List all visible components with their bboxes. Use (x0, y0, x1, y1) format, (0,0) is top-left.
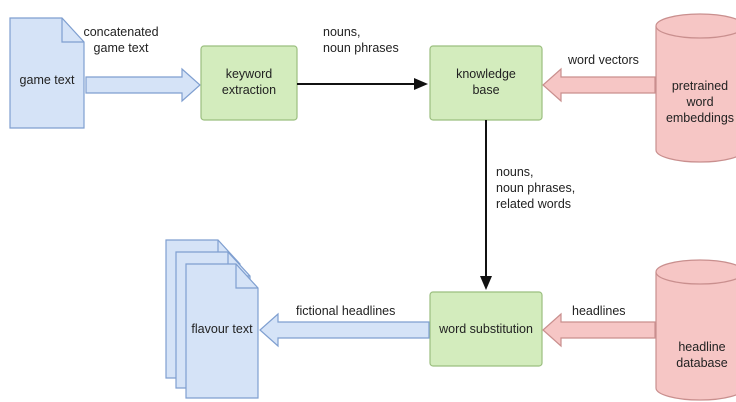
headline-database-label-line: database (676, 356, 727, 370)
nouns-noun-phrases-label: nouns, noun phrases (323, 25, 399, 55)
knowledge-base-label-line: base (472, 83, 499, 97)
word-substitution-label: word substitution (438, 322, 533, 336)
flavour-text-documents: flavour text (165, 239, 259, 399)
knowledge-base-label-line: knowledge (456, 67, 516, 81)
edge-label-line: noun phrases, (496, 181, 575, 195)
embeddings-label-line: pretrained (672, 79, 728, 93)
headlines-label: headlines (572, 304, 626, 318)
edge-label-line: game text (94, 41, 149, 55)
game-text-to-keyword-arrow (85, 67, 201, 103)
word-vectors-label: word vectors (567, 53, 639, 67)
arrow-head (414, 78, 428, 90)
flavour-text-label: flavour text (191, 322, 253, 336)
database-to-substitution-arrow (542, 312, 656, 348)
document-shape (9, 17, 85, 129)
knowledge-base-box: knowledge base (429, 45, 543, 121)
substitution-to-flavour-arrow (259, 312, 430, 348)
cylinder-body (655, 272, 736, 401)
headline-database: headline database (655, 259, 736, 401)
cylinder-body (655, 26, 736, 163)
knowledge-to-substitution-arrow (480, 120, 492, 290)
pretrained-embeddings-database: pretrained word embeddings (655, 13, 736, 163)
embeddings-label-line: word (685, 95, 713, 109)
arrow-head (480, 276, 492, 290)
edge-label-line: concatenated (83, 25, 158, 39)
edge-label-line: related words (496, 197, 571, 211)
edge-label-line: noun phrases (323, 41, 399, 55)
embeddings-label-line: embeddings (666, 111, 734, 125)
embeddings-to-knowledge-arrow (542, 67, 656, 103)
word-substitution-box: word substitution (429, 291, 543, 367)
keyword-extraction-box: keyword extraction (200, 45, 298, 121)
edge-label-line: nouns, (323, 25, 361, 39)
fictional-headlines-label: fictional headlines (296, 304, 395, 318)
keyword-to-knowledge-arrow (297, 78, 428, 90)
nouns-related-words-label: nouns, noun phrases, related words (496, 165, 575, 211)
edge-label-line: nouns, (496, 165, 534, 179)
cylinder-top (655, 13, 736, 39)
keyword-extraction-label-line: keyword (226, 67, 273, 81)
game-text-label: game text (20, 73, 75, 87)
document-fold (61, 18, 84, 43)
cylinder-top (655, 259, 736, 285)
document-shape-front (185, 263, 259, 399)
game-text-document: game text (9, 17, 85, 129)
headline-database-label-line: headline (678, 340, 725, 354)
keyword-extraction-label-line: extraction (222, 83, 276, 97)
concatenated-game-text-label: concatenated game text (83, 25, 158, 55)
process-box (429, 291, 543, 367)
document-fold (235, 264, 258, 289)
